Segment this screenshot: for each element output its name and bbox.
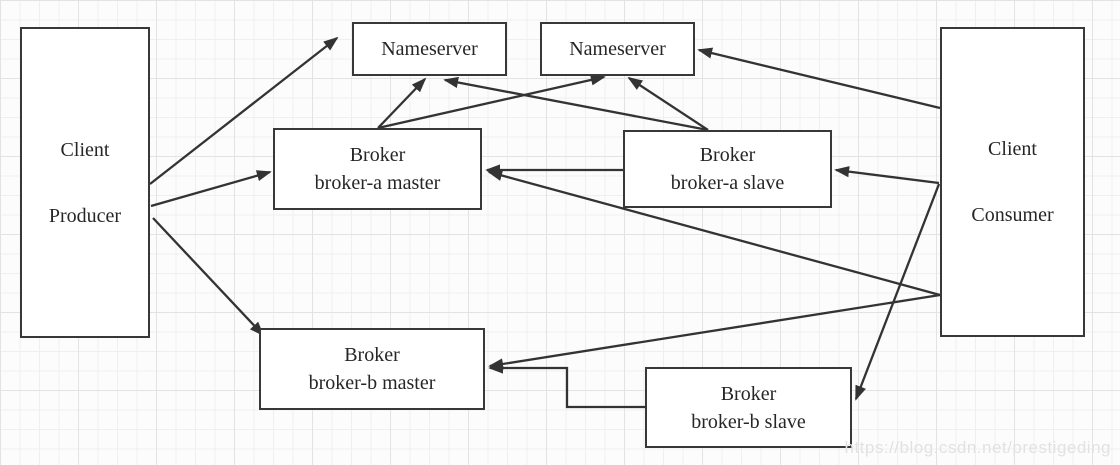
- edge-broker-a-master-to-nameserver-1: [377, 77, 427, 129]
- node-broker-b-master: Broker broker-b master: [259, 328, 485, 410]
- node-label: Broker: [344, 344, 400, 366]
- node-label: Nameserver: [569, 38, 666, 60]
- node-label: Client: [988, 138, 1037, 160]
- node-label: Nameserver: [381, 38, 478, 60]
- node-broker-a-master: Broker broker-a master: [273, 128, 482, 210]
- edge-producer-to-broker-b-master: [152, 217, 265, 337]
- watermark-text: https://blog.csdn.net/prestigeding: [844, 438, 1111, 457]
- edge-consumer-to-broker-a-slave: [834, 166, 940, 185]
- node-label: Broker: [349, 144, 406, 166]
- node-label: Broker: [720, 382, 777, 405]
- node-label: broker-b slave: [691, 410, 806, 433]
- edge-consumer-to-broker-b-slave: [854, 183, 941, 401]
- node-nameserver-1: Nameserver: [352, 22, 507, 76]
- node-label: broker-a slave: [670, 172, 785, 194]
- edge-consumer-to-broker-a-master: [487, 170, 941, 297]
- edge-broker-b-slave-to-broker-b-master: [488, 362, 645, 409]
- node-label: Consumer: [971, 204, 1054, 226]
- edge-broker-a-master-to-nameserver-2: [377, 74, 606, 130]
- node-label: broker-b master: [308, 372, 436, 394]
- edge-consumer-to-broker-b-master: [488, 293, 941, 370]
- node-broker-b-slave: Broker broker-b slave: [645, 367, 852, 448]
- node-label: Broker: [699, 144, 756, 166]
- edge-broker-a-slave-to-nameserver-1: [443, 76, 709, 132]
- edges-group: [149, 36, 941, 409]
- edge-broker-a-slave-to-nameserver-2: [627, 76, 709, 131]
- edge-producer-to-broker-a-master: [150, 170, 272, 208]
- node-label: broker-a master: [314, 172, 441, 194]
- node-label: Client: [60, 138, 110, 161]
- node-broker-a-slave: Broker broker-a slave: [623, 130, 832, 208]
- edge-producer-to-nameserver-1: [149, 36, 339, 185]
- node-label: Producer: [48, 204, 122, 227]
- node-nameserver-2: Nameserver: [540, 22, 695, 76]
- edge-consumer-to-nameserver-2: [697, 47, 941, 110]
